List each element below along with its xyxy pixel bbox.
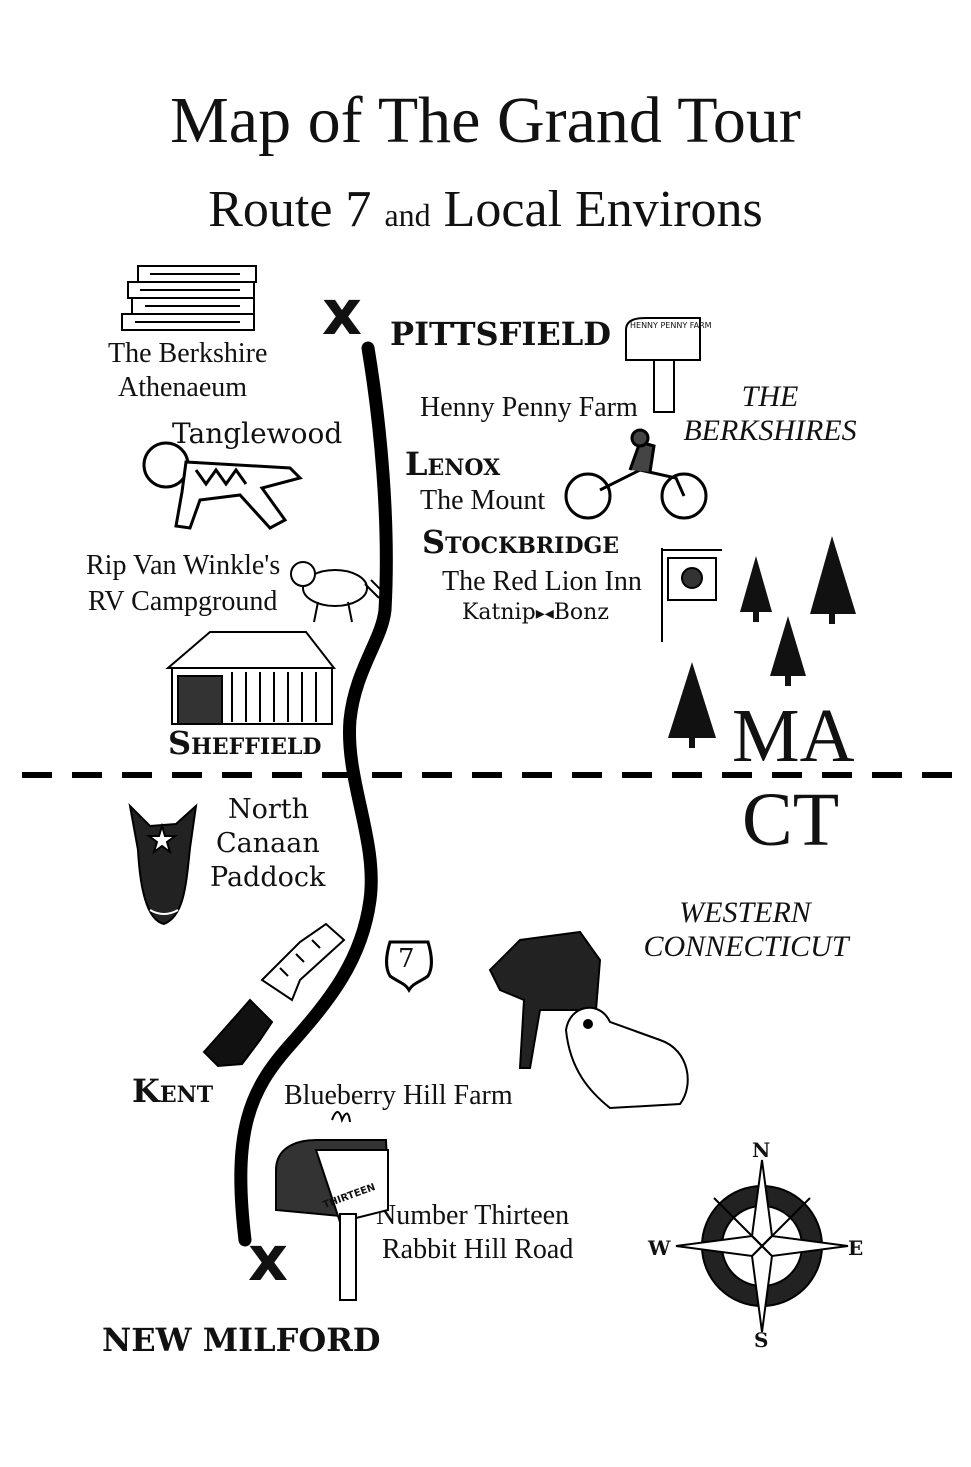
raccoon-icon <box>290 561 386 623</box>
pine-trees-icon <box>668 536 856 748</box>
compass-rose-icon <box>675 1159 849 1333</box>
cat-toy-icon <box>142 441 303 530</box>
mailbox-farm-text: HENNY PENNY FARM <box>630 321 712 330</box>
rip-label-1: Rip Van Winkle's <box>86 550 281 581</box>
map-title: Map of The Grand Tour <box>170 84 801 157</box>
henny-penny-mailbox-icon <box>625 317 701 413</box>
horse-head-icon <box>128 803 198 926</box>
rabbit-mailbox-icon <box>275 1111 390 1301</box>
western-label-2: CONNECTICUT <box>643 930 849 963</box>
town-pittsfield: PITTSFIELD <box>390 315 611 353</box>
compass-n: N <box>752 1138 771 1162</box>
western-label-1: WESTERN <box>679 896 811 929</box>
rabbit-label-1: Number Thirteen <box>376 1200 570 1231</box>
town-sheffield: Sheffield <box>168 724 322 762</box>
subtitle-connector: and <box>384 197 431 233</box>
paddock-label-2: Canaan <box>216 828 320 859</box>
compass-s: S <box>754 1328 769 1352</box>
tanglewood-label: Tanglewood <box>172 417 343 450</box>
mastiff-icon <box>564 1006 689 1110</box>
cat-icon <box>260 922 346 1002</box>
motorcycle-icon <box>564 428 708 520</box>
town-new-milford: NEW MILFORD <box>102 1321 381 1359</box>
berkshires-label-2: BERKSHIRES <box>683 414 857 447</box>
books-icon <box>121 265 257 331</box>
blueberry-label: Blueberry Hill Farm <box>284 1080 513 1111</box>
town-kent: Kent <box>132 1072 214 1110</box>
inn-sign-icon <box>661 548 722 642</box>
state-ct: CT <box>742 778 840 862</box>
end-marker: x <box>248 1222 288 1295</box>
berkshires-label-1: THE <box>741 380 799 413</box>
bowtie-icon: ▸◂ <box>535 603 554 624</box>
start-marker: x <box>322 276 362 349</box>
state-ma: MA <box>732 694 855 778</box>
town-lenox: Lenox <box>405 445 501 483</box>
the-mount-label: The Mount <box>420 485 546 516</box>
henny-penny-label: Henny Penny Farm <box>420 392 638 423</box>
map-subtitle: Route 7 and Local Environs <box>0 184 971 236</box>
subtitle-environs: Local Environs <box>443 181 763 238</box>
dog-icon <box>202 998 274 1068</box>
katnip-bonz-label: Katnip▸◂Bonz <box>462 602 609 624</box>
town-stockbridge: Stockbridge <box>422 523 620 561</box>
compass-e: E <box>848 1236 864 1260</box>
route-7-line <box>234 341 393 1247</box>
barn-icon <box>165 631 337 725</box>
subtitle-route: Route 7 <box>208 181 372 238</box>
rabbit-label-2: Rabbit Hill Road <box>382 1234 574 1265</box>
athenaeum-label-1: The Berkshire <box>108 338 268 369</box>
route-shield-number: 7 <box>398 944 415 974</box>
paddock-label-1: North <box>228 794 310 825</box>
bonz-text: Bonz <box>553 600 609 625</box>
red-lion-label: The Red Lion Inn <box>442 566 642 597</box>
athenaeum-label-2: Athenaeum <box>118 372 248 403</box>
katnip-text: Katnip <box>462 600 536 625</box>
paddock-label-3: Paddock <box>210 862 326 893</box>
route-shield-icon <box>385 940 433 994</box>
rip-label-2: RV Campground <box>88 586 278 617</box>
compass-w: W <box>648 1236 671 1260</box>
